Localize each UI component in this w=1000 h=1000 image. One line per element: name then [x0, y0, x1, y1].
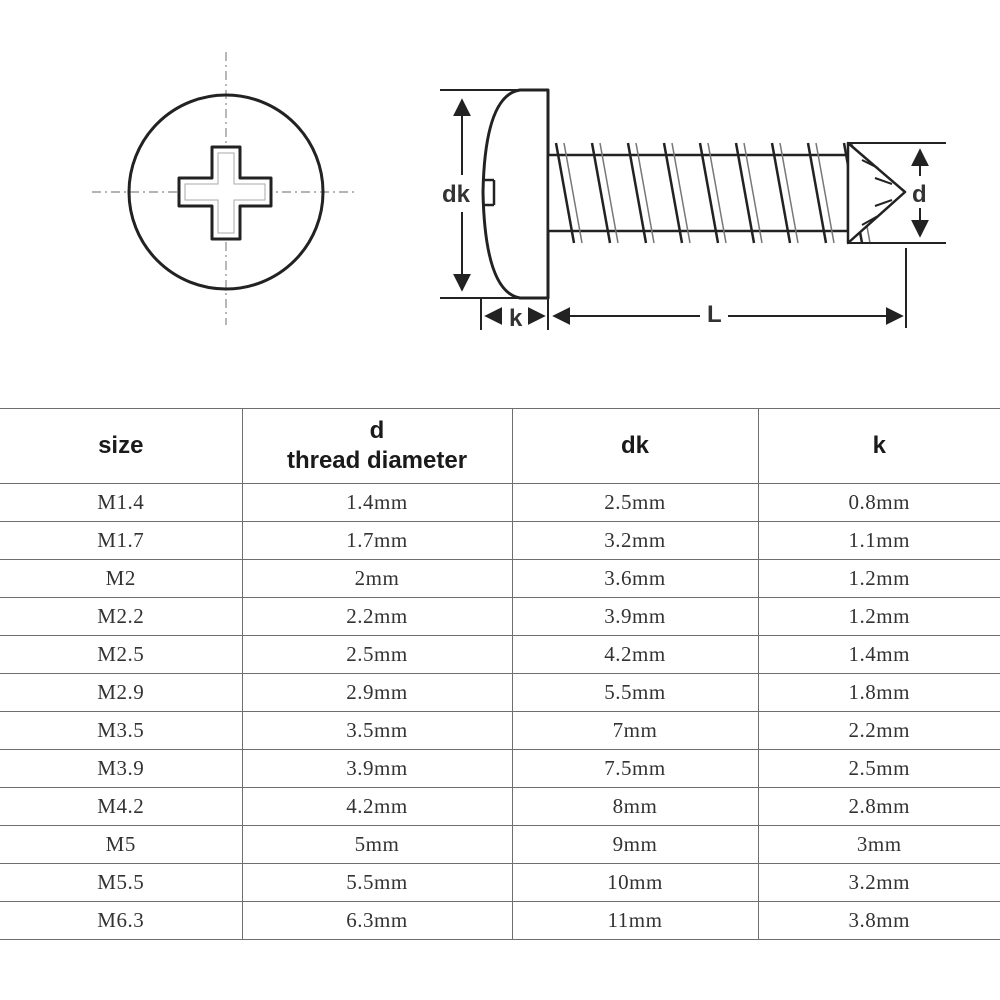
cell-dk: 10mm [511, 863, 759, 902]
cell-d: 5mm [241, 825, 513, 864]
cell-d: 1.4mm [241, 483, 513, 522]
cell-dk: 8mm [511, 787, 759, 826]
cell-size: M1.7 [0, 521, 243, 560]
cell-k: 3.2mm [757, 863, 1000, 902]
cell-k: 0.8mm [757, 483, 1000, 522]
cell-d: 4.2mm [241, 787, 513, 826]
cell-d: 2mm [241, 559, 513, 598]
thread-line [806, 142, 828, 244]
cell-d: 5.5mm [241, 863, 513, 902]
cell-size: M2.2 [0, 597, 243, 636]
header-thread-diameter: d thread diameter [241, 408, 513, 484]
cell-size: M1.4 [0, 483, 243, 522]
thread-line [698, 142, 720, 244]
thread-line [662, 142, 684, 244]
header-dk: dk [511, 408, 759, 484]
cell-d: 2.5mm [241, 635, 513, 674]
cell-dk: 4.2mm [511, 635, 759, 674]
cell-size: M2.5 [0, 635, 243, 674]
cell-dk: 11mm [511, 901, 759, 940]
thread-lines [554, 142, 871, 244]
table-header-row: size d thread diameter dk k [0, 408, 1000, 484]
cell-size: M2 [0, 559, 243, 598]
thread-line [590, 142, 612, 244]
header-d: d [369, 417, 385, 444]
thread-line [734, 142, 756, 244]
cell-k: 1.1mm [757, 521, 1000, 560]
cell-dk: 5.5mm [511, 673, 759, 712]
cell-k: 3.8mm [757, 901, 1000, 940]
cell-dk: 7mm [511, 711, 759, 750]
dimension-lines [440, 89, 946, 330]
cell-dk: 7.5mm [511, 749, 759, 788]
thread-shade-line [707, 142, 727, 244]
thread-shade-line [599, 142, 619, 244]
cell-size: M3.9 [0, 749, 243, 788]
thread-line [626, 142, 648, 244]
thread-shade-line [779, 142, 799, 244]
cell-k: 2.2mm [757, 711, 1000, 750]
cell-dk: 3.2mm [511, 521, 759, 560]
cell-d: 6.3mm [241, 901, 513, 940]
thread-shade-line [563, 142, 583, 244]
cell-d: 3.9mm [241, 749, 513, 788]
thread-shade-line [635, 142, 655, 244]
cell-size: M4.2 [0, 787, 243, 826]
cell-k: 1.2mm [757, 559, 1000, 598]
cell-d: 3.5mm [241, 711, 513, 750]
cell-k: 3mm [757, 825, 1000, 864]
cell-k: 1.8mm [757, 673, 1000, 712]
cell-size: M5 [0, 825, 243, 864]
cell-size: M6.3 [0, 901, 243, 940]
cell-size: M3.5 [0, 711, 243, 750]
cell-size: M2.9 [0, 673, 243, 712]
cell-dk: 2.5mm [511, 483, 759, 522]
cell-d: 2.2mm [241, 597, 513, 636]
cell-k: 1.2mm [757, 597, 1000, 636]
screw-diagram: dk d k L [92, 52, 946, 332]
header-d-subtitle: thread diameter [286, 447, 468, 474]
length-label: L [707, 301, 722, 328]
cell-dk: 3.6mm [511, 559, 759, 598]
screw-side-view [481, 88, 907, 300]
thread-line [554, 142, 576, 244]
k-label: k [509, 305, 523, 332]
cell-d: 1.7mm [241, 521, 513, 560]
screw-head-top-view [92, 52, 356, 325]
header-size: size [0, 408, 243, 484]
cell-k: 2.5mm [757, 749, 1000, 788]
d-label: d [912, 181, 927, 208]
cell-k: 1.4mm [757, 635, 1000, 674]
cell-k: 2.8mm [757, 787, 1000, 826]
cell-d: 2.9mm [241, 673, 513, 712]
header-k: k [757, 408, 1000, 484]
cell-size: M5.5 [0, 863, 243, 902]
thread-shade-line [815, 142, 835, 244]
thread-line [770, 142, 792, 244]
cell-dk: 9mm [511, 825, 759, 864]
thread-shade-line [743, 142, 763, 244]
phillips-cross-icon [177, 145, 273, 241]
cell-dk: 3.9mm [511, 597, 759, 636]
dk-label: dk [442, 181, 471, 208]
thread-shade-line [671, 142, 691, 244]
